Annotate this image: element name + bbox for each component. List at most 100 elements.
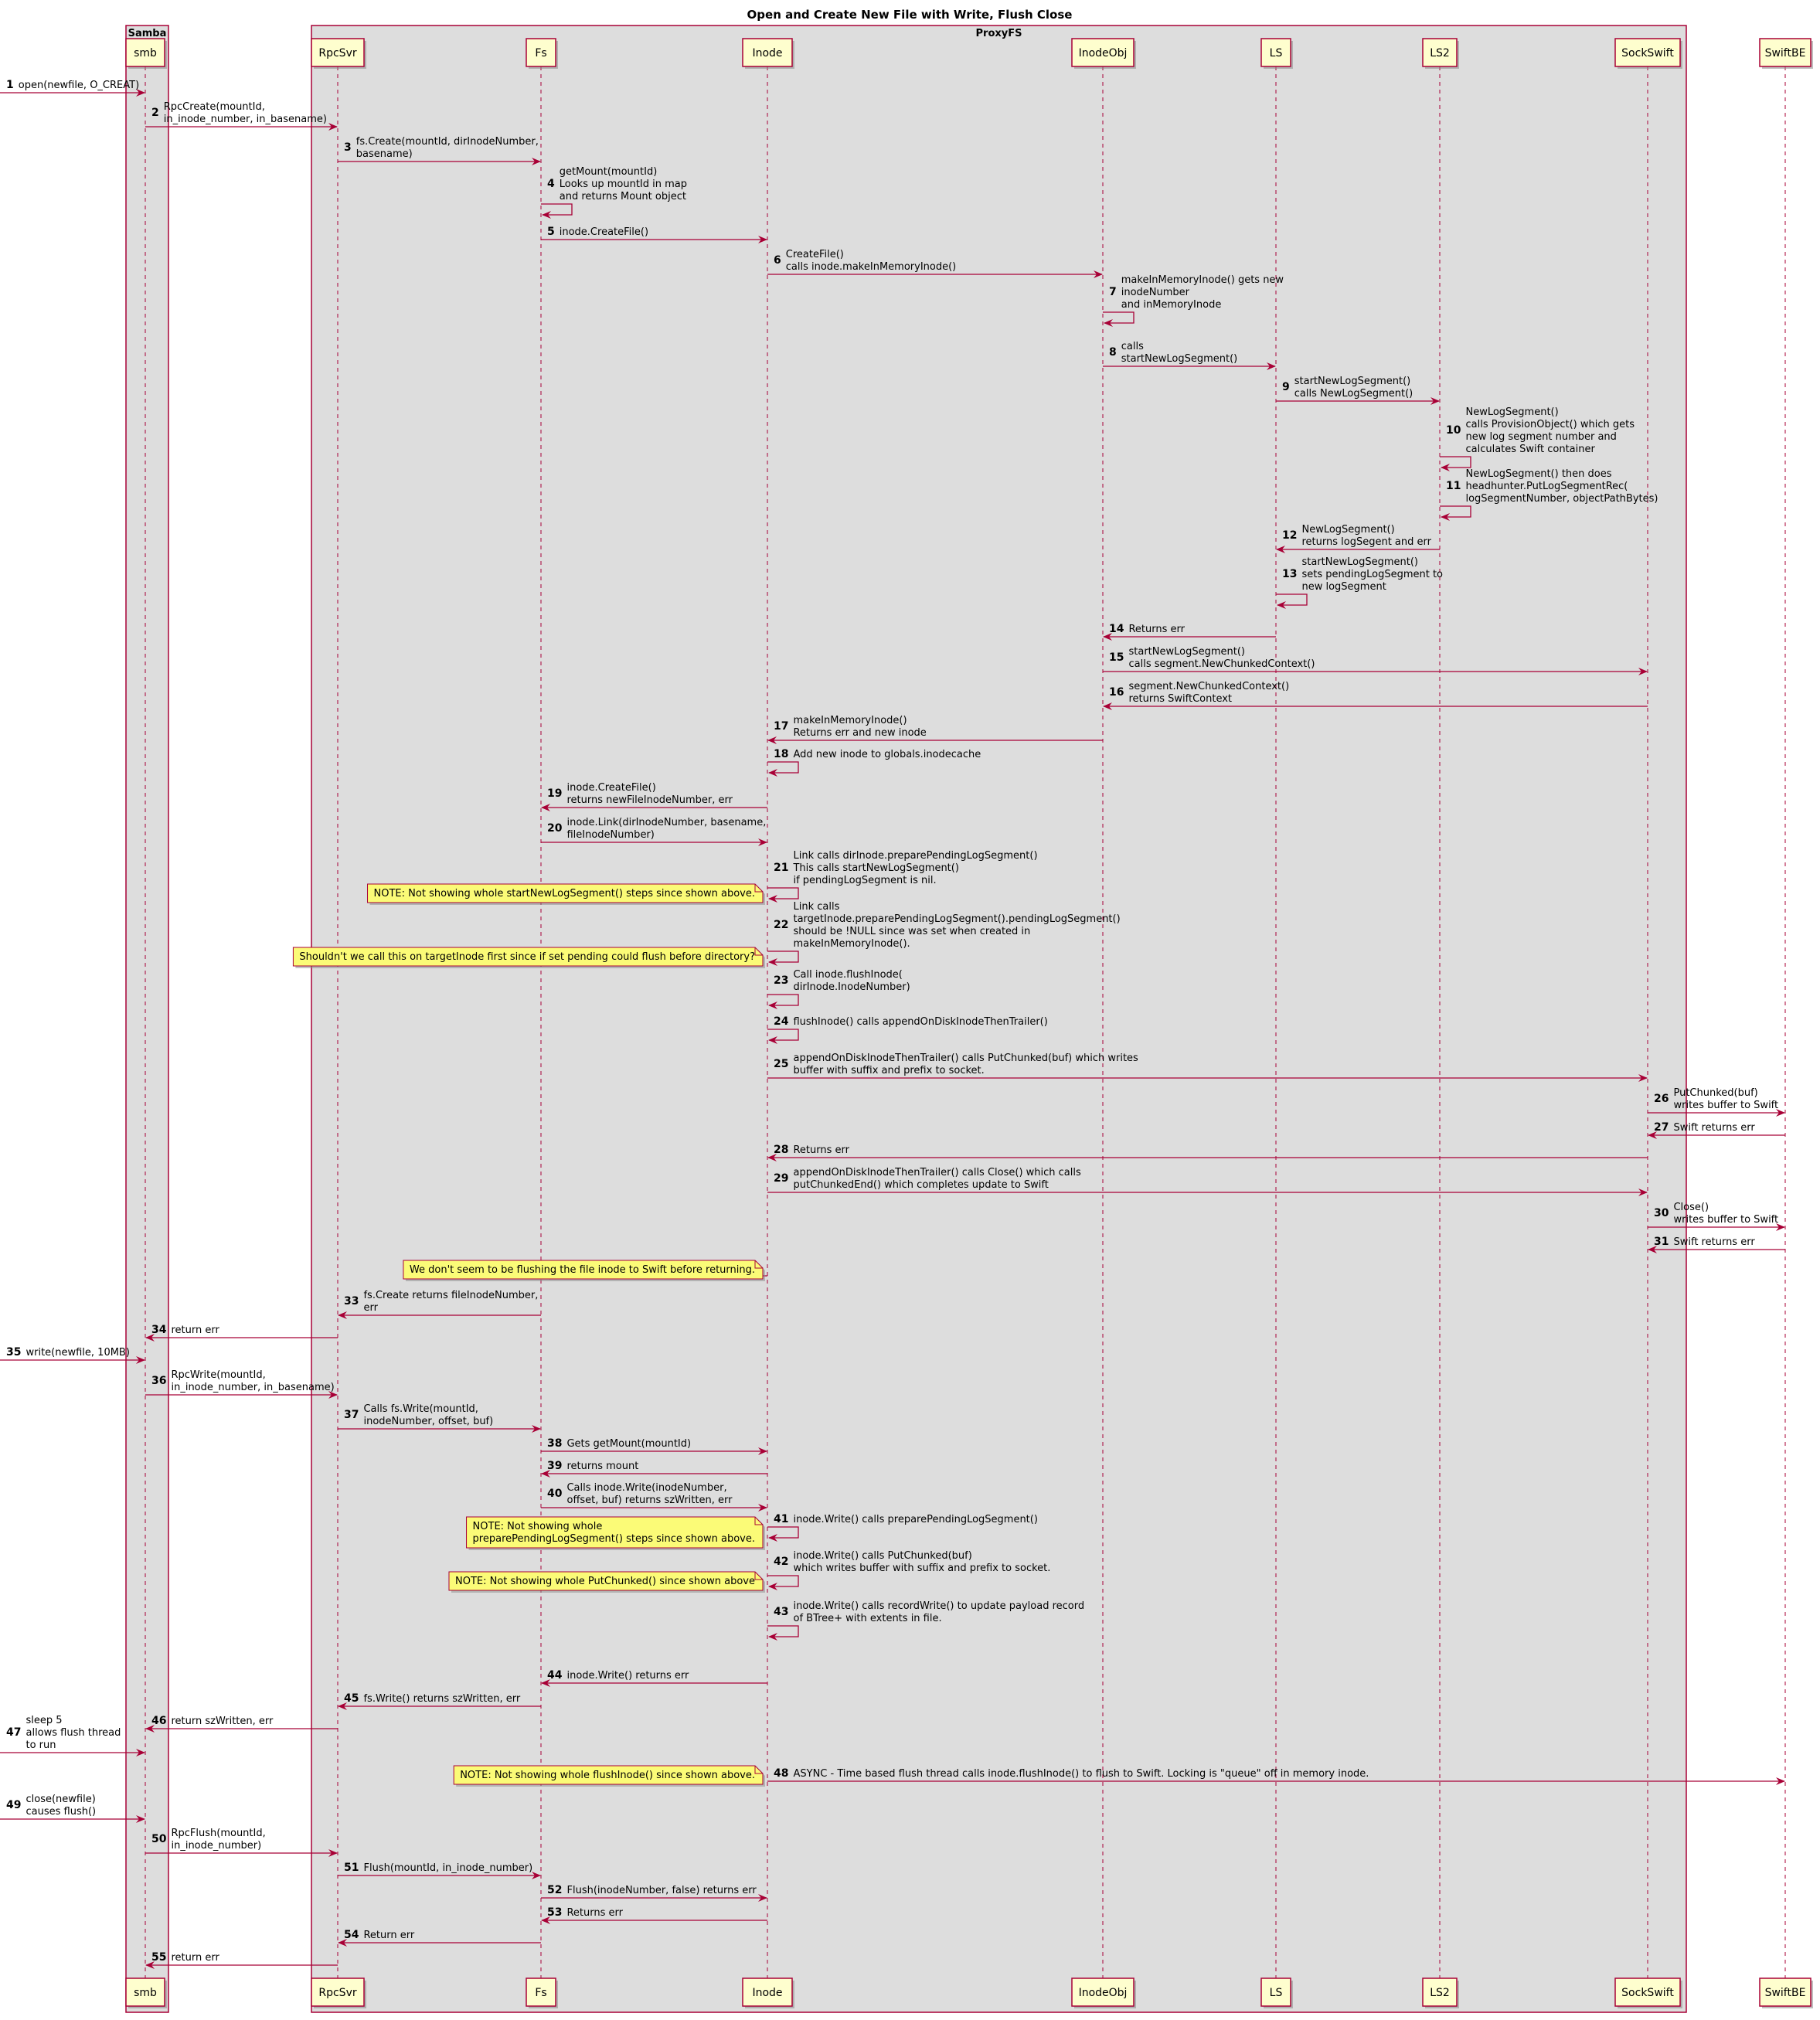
message-text: logSegmentNumber, objectPathBytes) bbox=[1465, 493, 1658, 505]
message-text: returns logSegent and err bbox=[1301, 536, 1431, 548]
participant-label: InodeObj bbox=[1079, 1987, 1128, 1999]
message-number: 4 bbox=[547, 178, 555, 190]
message-text: return err bbox=[171, 1325, 219, 1336]
message-text: Returns err bbox=[793, 1144, 849, 1156]
participant-ls-top: LS bbox=[1260, 38, 1293, 69]
participant-box bbox=[125, 38, 165, 67]
message-text: calls NewLogSegment() bbox=[1294, 388, 1413, 400]
message-text: to run bbox=[26, 1739, 56, 1751]
message-number: 14 bbox=[1109, 623, 1124, 635]
participant-box bbox=[1260, 1977, 1291, 2007]
participant-box bbox=[742, 38, 793, 67]
message-text: returns SwiftContext bbox=[1128, 693, 1232, 705]
message-text: Flush(inodeNumber, false) returns err bbox=[566, 1885, 757, 1896]
message-text: buffer with suffix and prefix to socket. bbox=[793, 1065, 984, 1076]
message-text: fs.Create returns fileInodeNumber, bbox=[363, 1290, 538, 1301]
message-number: 10 bbox=[1446, 424, 1461, 437]
message-text: startNewLogSegment() bbox=[1121, 353, 1238, 365]
group-box bbox=[125, 25, 169, 2013]
message-number: 52 bbox=[547, 1884, 562, 1896]
message-text: Return err bbox=[363, 1930, 414, 1941]
note-fold bbox=[754, 884, 763, 893]
participant-box bbox=[125, 1977, 165, 2007]
note-fold bbox=[754, 1260, 763, 1269]
message-text: calls ProvisionObject() which gets bbox=[1465, 419, 1635, 430]
message-text: calculates Swift container bbox=[1465, 444, 1595, 455]
participant-label: Inode bbox=[752, 1987, 782, 1999]
message-text: should be !NULL since was set when creat… bbox=[793, 926, 1030, 937]
message-text: inodeNumber bbox=[1121, 287, 1190, 298]
message-number: 11 bbox=[1446, 480, 1461, 492]
participant-box bbox=[1614, 1977, 1681, 2007]
message-text: inodeNumber, offset, buf) bbox=[363, 1416, 493, 1427]
message-number: 50 bbox=[151, 1833, 167, 1845]
message-number: 21 bbox=[774, 862, 788, 874]
message-number: 46 bbox=[151, 1715, 166, 1727]
message-text: inode.Write() calls PutChunked(buf) bbox=[793, 1550, 971, 1562]
message-number: 3 bbox=[344, 141, 352, 154]
message-number: 23 bbox=[774, 974, 788, 987]
message-text: Calls fs.Write(mountId, bbox=[363, 1403, 478, 1415]
participant-label: smb bbox=[134, 1987, 157, 1999]
message-number: 24 bbox=[774, 1015, 789, 1028]
message-text: inode.Write() returns err bbox=[566, 1670, 689, 1682]
self-arrow bbox=[767, 761, 799, 777]
message-text: Returns err bbox=[1128, 624, 1185, 635]
group-label: Samba bbox=[128, 28, 167, 39]
participant-inodeobj-top: InodeObj bbox=[1071, 38, 1136, 69]
message-text: calls bbox=[1121, 341, 1144, 352]
message-text: targetInode.preparePendingLogSegment().p… bbox=[793, 913, 1120, 925]
message-text: RpcFlush(mountId, bbox=[171, 1828, 265, 1839]
message-text: appendOnDiskInodeThenTrailer() calls Clo… bbox=[793, 1167, 1081, 1178]
message-text: err bbox=[363, 1302, 378, 1314]
message-text: Add new inode to globals.inodecache bbox=[793, 749, 981, 760]
participant-sockswift-top: SockSwift bbox=[1614, 38, 1682, 69]
note-text: NOTE: Not showing whole PutChunked() sin… bbox=[455, 1576, 755, 1587]
self-arrow bbox=[767, 1526, 799, 1542]
participant-box bbox=[1071, 1977, 1135, 2007]
message-text: in_inode_number, in_basename) bbox=[171, 1382, 334, 1393]
participant-box bbox=[1071, 38, 1135, 67]
note-box bbox=[448, 1571, 764, 1591]
message-text: return err bbox=[171, 1952, 219, 1964]
participant-smb-bottom: smb bbox=[125, 1977, 167, 2008]
note-fold bbox=[754, 1572, 763, 1580]
message-number: 7 bbox=[1109, 286, 1117, 298]
message-text: fs.Create(mountId, dirInodeNumber, bbox=[356, 136, 539, 148]
message-number: 26 bbox=[1654, 1093, 1669, 1105]
message-text: inode.Write() calls recordWrite() to upd… bbox=[793, 1600, 1084, 1612]
message-text: getMount(mountId) bbox=[560, 166, 658, 178]
message-text: write(newfile, 10MB) bbox=[26, 1347, 129, 1359]
message-number: 1 bbox=[6, 79, 14, 91]
participant-inode-bottom: Inode bbox=[742, 1977, 794, 2008]
self-arrow bbox=[767, 887, 799, 903]
note: NOTE: Not showing whole flushInode() sin… bbox=[453, 1765, 765, 1787]
message-number: 20 bbox=[547, 822, 563, 835]
message-text: startNewLogSegment() bbox=[1128, 646, 1245, 658]
message-number: 48 bbox=[774, 1767, 788, 1780]
message-text: which writes buffer with suffix and pref… bbox=[793, 1563, 1050, 1574]
participant-box bbox=[1759, 1977, 1811, 2007]
message-text: Swift returns err bbox=[1673, 1122, 1755, 1134]
message-number: 6 bbox=[774, 254, 781, 267]
participant-box bbox=[526, 38, 556, 67]
note-box bbox=[367, 883, 764, 903]
message-text: dirInode.InodeNumber) bbox=[793, 981, 910, 993]
